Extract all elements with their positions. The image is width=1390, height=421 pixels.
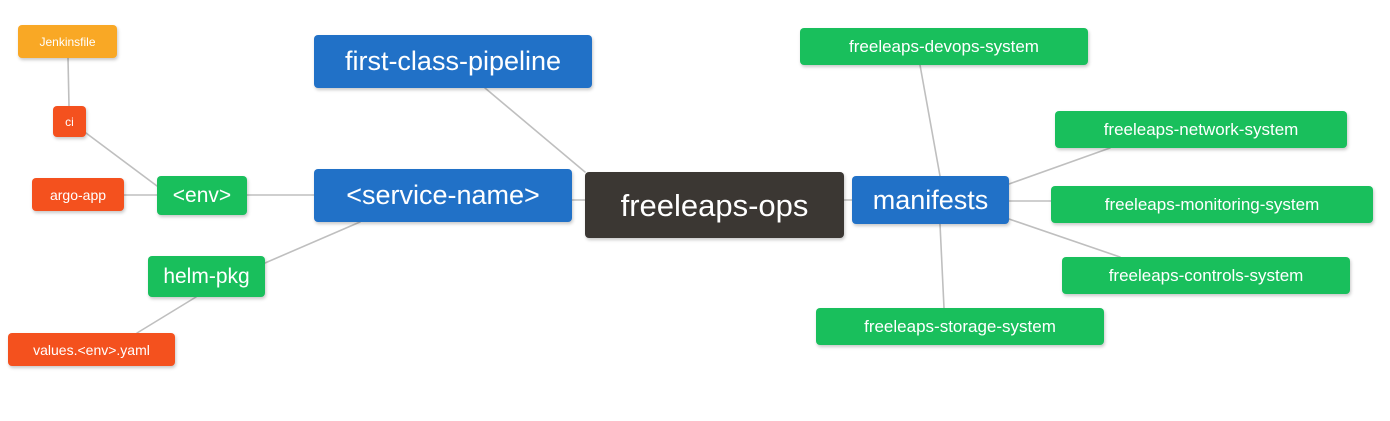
- node-label-freeleaps-storage-system: freeleaps-storage-system: [864, 317, 1056, 336]
- node-first-class-pipeline[interactable]: first-class-pipeline: [314, 35, 592, 88]
- node-label-jenkinsfile: Jenkinsfile: [39, 34, 96, 49]
- node-helm-pkg[interactable]: helm-pkg: [148, 256, 265, 297]
- node-env[interactable]: <env>: [157, 176, 247, 215]
- node-service-name[interactable]: <service-name>: [314, 169, 572, 222]
- node-freeleaps-ops[interactable]: freeleaps-ops: [585, 172, 844, 238]
- edge-manifests-to-freeleaps-controls-system: [1008, 218, 1121, 258]
- node-label-helm-pkg: helm-pkg: [163, 265, 250, 288]
- node-label-argo-app: argo-app: [49, 186, 107, 203]
- node-freeleaps-network-system[interactable]: freeleaps-network-system: [1055, 111, 1347, 148]
- node-freeleaps-monitoring-system[interactable]: freeleaps-monitoring-system: [1051, 186, 1373, 223]
- node-manifests[interactable]: manifests: [852, 176, 1009, 224]
- node-label-freeleaps-controls-system: freeleaps-controls-system: [1108, 266, 1304, 285]
- node-label-freeleaps-monitoring-system: freeleaps-monitoring-system: [1104, 195, 1320, 214]
- edge-manifests-to-freeleaps-storage-system: [939, 223, 945, 309]
- node-label-service-name: <service-name>: [346, 180, 540, 210]
- node-values-env-yaml[interactable]: values.<env>.yaml: [8, 333, 175, 366]
- node-freeleaps-storage-system[interactable]: freeleaps-storage-system: [816, 308, 1104, 345]
- node-label-freeleaps-ops: freeleaps-ops: [620, 187, 809, 223]
- node-label-freeleaps-network-system: freeleaps-network-system: [1103, 120, 1299, 139]
- node-label-values-env-yaml: values.<env>.yaml: [33, 341, 150, 358]
- node-label-freeleaps-devops-system: freeleaps-devops-system: [849, 37, 1039, 56]
- edge-service-name-to-first-class-pipeline: [484, 87, 586, 173]
- node-freeleaps-devops-system[interactable]: freeleaps-devops-system: [800, 28, 1088, 65]
- node-argo-app[interactable]: argo-app: [32, 178, 124, 211]
- node-freeleaps-controls-system[interactable]: freeleaps-controls-system: [1062, 257, 1350, 294]
- edge-jenkinsfile-to-ci: [67, 57, 70, 107]
- node-jenkinsfile[interactable]: Jenkinsfile: [18, 25, 117, 58]
- node-label-env: <env>: [172, 184, 232, 207]
- node-ci[interactable]: ci: [53, 106, 86, 137]
- node-label-first-class-pipeline: first-class-pipeline: [344, 46, 562, 76]
- edge-helm-pkg-to-values-env-yaml: [136, 296, 197, 334]
- edge-manifests-to-freeleaps-network-system: [1008, 147, 1111, 185]
- edge-manifests-to-freeleaps-devops-system: [919, 64, 941, 177]
- edge-service-name-to-helm-pkg: [264, 221, 361, 264]
- node-label-ci: ci: [65, 114, 74, 129]
- node-label-manifests: manifests: [872, 184, 989, 215]
